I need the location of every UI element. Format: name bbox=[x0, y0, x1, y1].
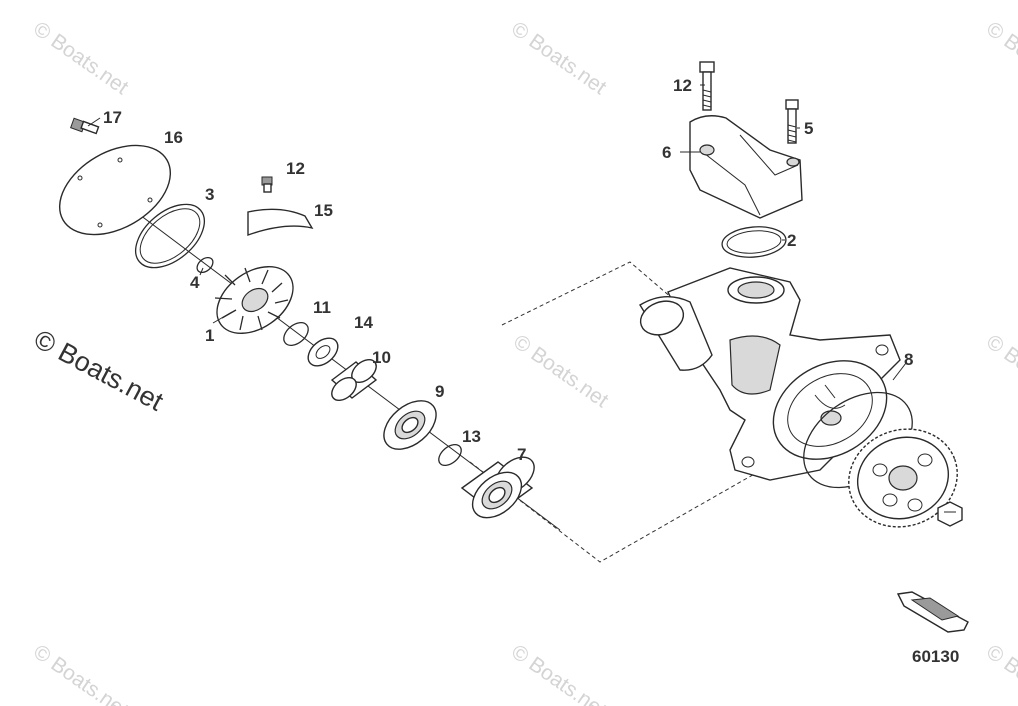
label-8: 8 bbox=[904, 350, 913, 369]
part-15-cam bbox=[247, 208, 314, 236]
gear-nut bbox=[937, 501, 963, 527]
part-10-bushing bbox=[330, 358, 378, 402]
watermark-main: © Boats.net bbox=[29, 324, 168, 417]
label-1: 1 bbox=[205, 326, 214, 345]
part-labels: 17 16 3 4 12 15 1 11 14 10 9 13 7 12 5 6… bbox=[103, 76, 913, 464]
label-9: 9 bbox=[435, 382, 444, 401]
label-12-right: 12 bbox=[673, 76, 692, 95]
label-4: 4 bbox=[190, 273, 200, 292]
part-7-bearing bbox=[460, 456, 535, 519]
part-11-oring bbox=[283, 322, 309, 346]
watermark: © Boats.net bbox=[29, 17, 132, 99]
part-12-screw-small bbox=[261, 176, 273, 193]
part-4-oring bbox=[196, 256, 214, 274]
label-5: 5 bbox=[804, 119, 813, 138]
watermark: © Boats.net bbox=[982, 17, 1018, 99]
watermark: © Boats.net bbox=[982, 330, 1018, 412]
boat-orientation-icon bbox=[896, 591, 969, 633]
label-11: 11 bbox=[313, 298, 331, 317]
part-16-cover-plate bbox=[58, 144, 172, 236]
part-5-bolt bbox=[785, 99, 799, 144]
watermark: © Boats.net bbox=[29, 640, 132, 706]
part-6-housing-cover bbox=[689, 115, 803, 219]
leader-lines bbox=[87, 84, 907, 381]
part-12-bolt bbox=[699, 61, 715, 111]
drive-gear bbox=[848, 428, 958, 528]
pump-body bbox=[639, 267, 901, 481]
figure-number: 60130 bbox=[912, 647, 959, 666]
label-2: 2 bbox=[787, 231, 796, 250]
label-6: 6 bbox=[662, 143, 671, 162]
watermark: © Boats.net bbox=[507, 640, 610, 706]
watermark: © Boats.net bbox=[509, 330, 612, 412]
watermark: © Boats.net bbox=[982, 640, 1018, 706]
label-12-left: 12 bbox=[286, 159, 305, 178]
label-16: 16 bbox=[164, 128, 183, 147]
label-7: 7 bbox=[517, 445, 526, 464]
label-3: 3 bbox=[205, 185, 214, 204]
label-13: 13 bbox=[462, 427, 481, 446]
part-13-oring bbox=[438, 443, 462, 467]
part-9-seal bbox=[383, 400, 437, 450]
label-17: 17 bbox=[103, 108, 122, 127]
watermark: © Boats.net bbox=[507, 17, 610, 99]
part-3-gasket bbox=[135, 203, 205, 269]
part-1-impeller bbox=[214, 266, 294, 334]
part-2-gasket bbox=[721, 226, 787, 258]
label-15: 15 bbox=[314, 201, 333, 220]
part-14-washer bbox=[307, 337, 339, 367]
label-10: 10 bbox=[372, 348, 391, 367]
label-14: 14 bbox=[354, 313, 373, 332]
part-17-screw bbox=[70, 117, 100, 135]
